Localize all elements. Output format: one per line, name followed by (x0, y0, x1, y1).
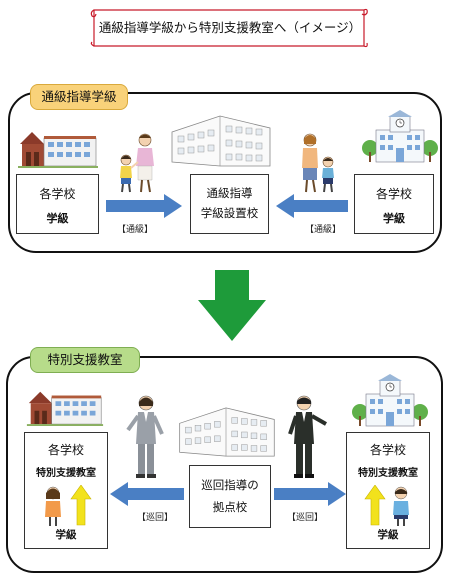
student-icon (393, 486, 409, 526)
box-school-left-tokubetsu: 各学校 特別支援教室 学級 (24, 432, 108, 549)
box-tsukyu-school: 通級指導 学級設置校 (190, 174, 269, 234)
parent-child-walking-icon (302, 133, 334, 193)
teacher-walking-icon (288, 395, 327, 478)
central-school-building-icon (171, 115, 271, 167)
box-school-class: 学級 (46, 212, 69, 225)
diagram-title: 通級指導学級から特別支援教室へ（イメージ） (98, 20, 362, 35)
box-special-class-label: 特別支援教室 (358, 468, 418, 479)
arrow-left-blue-icon (276, 194, 348, 218)
arrow-left-blue-icon (110, 482, 184, 506)
box-hub-school: 巡回指導の 拠点校 (189, 465, 271, 528)
student-with-up-arrow-icon (364, 485, 409, 526)
box-school-class: 学級 (383, 212, 405, 225)
arrow-down-green-icon (198, 270, 266, 341)
arrow-right-blue-icon (106, 194, 182, 218)
student-icon (45, 486, 61, 526)
box-center-line1: 巡回指導の (201, 478, 259, 492)
arrow-label-junkai-left: 【巡回】 (136, 513, 173, 523)
student-with-up-arrow-icon (45, 485, 92, 526)
box-school-right: 各学校 学級 (354, 174, 434, 234)
box-school-class: 学級 (55, 529, 77, 541)
school-clock-building-icon (362, 110, 438, 163)
box-center-line2: 学級設置校 (200, 206, 259, 220)
section-tag-tsukyu: 通級指導学級 (30, 84, 128, 110)
parent-child-walking-icon (120, 133, 154, 193)
box-center-line1: 通級指導 (206, 186, 253, 200)
box-school-title: 各学校 (47, 443, 84, 457)
arrow-label-junkai-right: 【巡回】 (286, 513, 323, 523)
box-school-title: 各学校 (39, 187, 76, 201)
central-school-building-icon (179, 407, 275, 457)
teacher-walking-icon (126, 395, 164, 478)
box-school-left: 各学校 学級 (16, 174, 99, 234)
box-school-class: 学級 (377, 529, 399, 541)
box-school-right-tokubetsu: 各学校 特別支援教室 学級 (346, 432, 430, 549)
box-special-class-label: 特別支援教室 (36, 468, 96, 479)
arrow-label-tsukyu-right: 【通級】 (304, 225, 341, 235)
box-center-line2: 拠点校 (212, 500, 248, 514)
school-building-icon (18, 132, 98, 168)
arrow-label-tsukyu-left: 【通級】 (116, 225, 153, 235)
box-school-title: 各学校 (375, 187, 412, 201)
box-school-title: 各学校 (369, 443, 406, 457)
school-clock-building-icon (352, 374, 428, 427)
school-building-icon (26, 391, 104, 426)
arrow-right-blue-icon (274, 482, 346, 506)
title-scroll-frame (90, 8, 368, 48)
section-frame-tokubetsu (6, 356, 443, 573)
section-tag-tokubetsu: 特別支援教室 (30, 347, 140, 373)
section-frame-tsukyu (8, 92, 442, 253)
